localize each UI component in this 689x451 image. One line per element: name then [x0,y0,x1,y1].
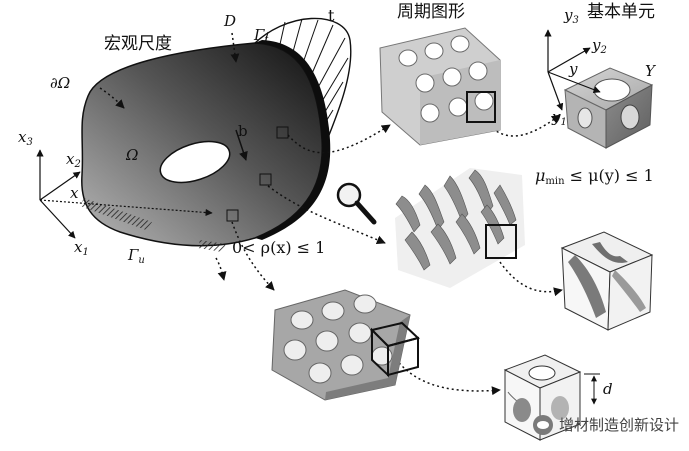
omega-label: Ω [126,146,139,164]
perforated-cell-cube [503,354,600,441]
y-axes [544,29,601,111]
y1-label: y1 [552,108,567,128]
mu-constraint: μmin ≤ μ(y) ≤ 1 [535,166,654,187]
gamma-t-label: Γt [254,26,269,46]
unit-cell-Y-label: Y [645,62,655,80]
magnifier-icon [336,182,377,225]
support-hatch [80,198,226,252]
wechat-logo-icon [532,414,553,435]
d-load-label: D [224,12,237,30]
boundary-label: ∂Ω [50,74,71,92]
dimension-d-label: d [603,380,613,398]
y-label: y [569,60,578,78]
x-axes [36,149,213,239]
gradient-cell-cube [560,231,654,331]
gradient-lattice [395,168,525,288]
x1-label: x1 [74,238,89,258]
basic-cell-label: 基本单元 [587,2,655,22]
x3-label: x3 [18,128,33,148]
basic-cell-cube [563,67,654,149]
density-constraint: 0< ρ(x) ≤ 1 [232,238,326,257]
x-label: x [70,184,79,202]
gamma-u-label: Γu [128,246,145,266]
macro-body [81,40,331,247]
macro-scale-label: 宏观尺度 [104,34,172,54]
periodic-pattern-grid [379,27,501,146]
body-force-label: b [238,122,248,140]
perforated-lattice [271,289,420,401]
periodic-pattern-label: 周期图形 [397,2,465,22]
traction-label: t [328,6,335,25]
watermark-text: 增材制造创新设计 [558,416,679,434]
x2-label: x2 [66,150,81,170]
y2-label: y2 [592,36,607,56]
watermark: 增材制造创新设计 [532,414,679,435]
y3-label: y3 [564,6,579,26]
